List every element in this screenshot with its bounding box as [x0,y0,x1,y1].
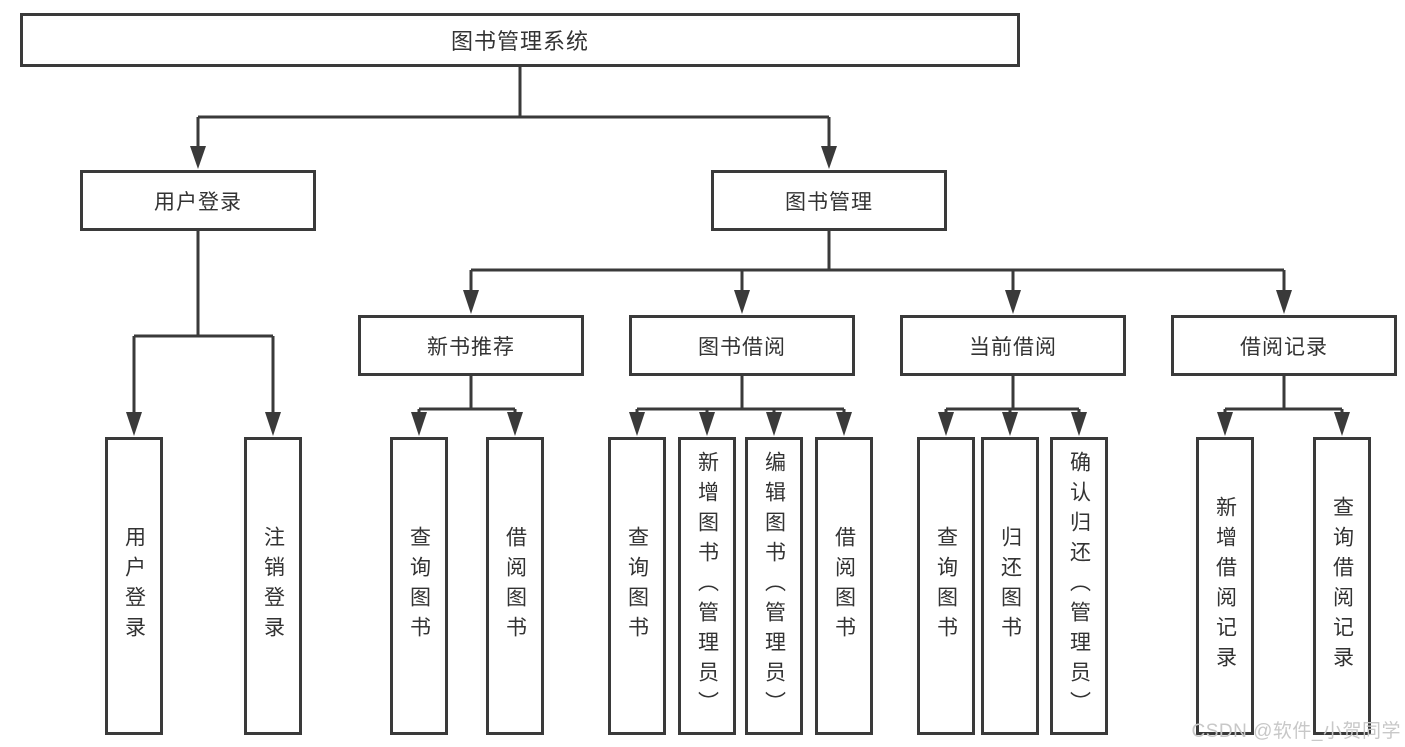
node-user-login: 用户登录 [80,170,316,231]
node-root: 图书管理系统 [20,13,1020,67]
node-book-management: 图书管理 [711,170,947,231]
watermark: CSDN @软件_小贺同学 [1191,721,1401,742]
leaf-query-books-recommend: 查询图书 [390,437,448,735]
connector-user-login-branch [132,231,275,413]
leaf-query-books-current: 查询图书 [917,437,975,735]
leaf-add-book-admin: 新增图书（管理员） [678,437,736,735]
leaf-user-login: 用户登录 [105,437,163,735]
leaf-return-books: 归还图书 [981,437,1039,735]
leaf-add-borrow-record: 新增借阅记录 [1196,437,1254,735]
connector-book-management-branch [463,231,1292,314]
connector-leaf-arrowheads [126,412,1350,436]
leaf-edit-book-admin: 编辑图书（管理员） [745,437,803,735]
node-book-borrowing: 图书借阅 [629,315,855,376]
leaf-confirm-return-admin: 确认归还（管理员） [1050,437,1108,735]
node-current-borrowing: 当前借阅 [900,315,1126,376]
leaf-borrow-books-borrowing: 借阅图书 [815,437,873,735]
node-new-book-recommendation: 新书推荐 [358,315,584,376]
node-borrowing-records: 借阅记录 [1171,315,1397,376]
leaf-borrow-books-recommend: 借阅图书 [486,437,544,735]
connector-root-to-level2 [190,67,837,169]
connector-level3-branches [417,376,1344,413]
leaf-query-books-borrowing: 查询图书 [608,437,666,735]
leaf-logout: 注销登录 [244,437,302,735]
leaf-query-borrow-record: 查询借阅记录 [1313,437,1371,735]
